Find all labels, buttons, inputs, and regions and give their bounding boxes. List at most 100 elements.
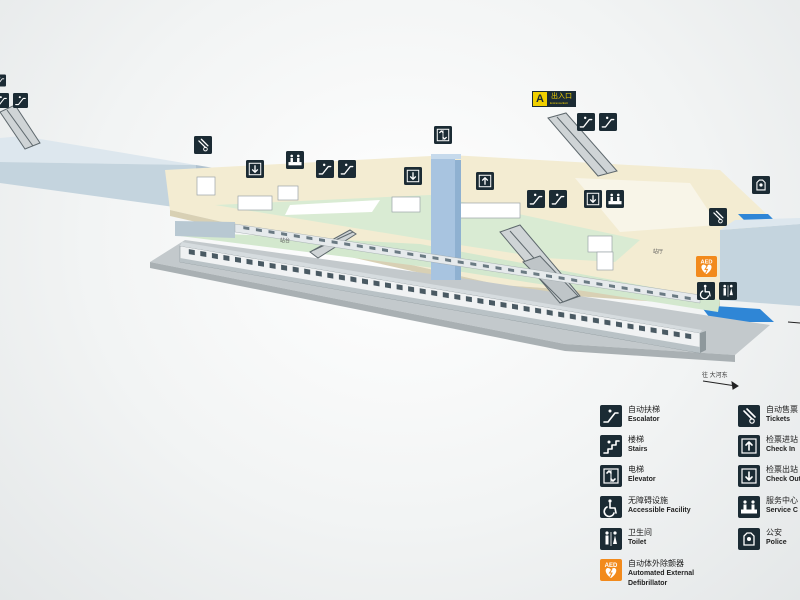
train-window (281, 264, 288, 271)
right-edge-arrow (787, 321, 800, 324)
check-out-icon (404, 167, 422, 185)
legend-label-en: Service C (766, 507, 798, 514)
train-window (223, 254, 230, 261)
train-window (523, 305, 530, 312)
exit-label-en: Entrance/Exit (550, 101, 568, 105)
legend-label-cn: 检票进站 (766, 435, 798, 444)
train-window (609, 284, 615, 289)
train-window (500, 301, 507, 308)
train-window (382, 248, 388, 253)
train-window (454, 294, 461, 301)
train-window (344, 242, 351, 247)
train-window (662, 329, 669, 336)
check-out-icon (246, 160, 264, 178)
legend-label-cn: 检票出站 (766, 465, 798, 474)
escalator-icon (0, 93, 9, 108)
train-window (396, 284, 403, 291)
aed-icon (696, 256, 717, 277)
train-window (432, 256, 439, 261)
accessible-icon (600, 496, 622, 518)
train-window (457, 260, 464, 265)
train-window (315, 270, 322, 277)
legend-label-en: Automated External (628, 570, 695, 577)
train-window (269, 262, 276, 269)
police-icon (752, 176, 770, 194)
legend-item-escalator: 自动扶梯 Escalator (600, 405, 660, 427)
train-window (394, 250, 401, 255)
train-window (373, 280, 380, 287)
concourse-tiny-label: 站厅 (653, 249, 664, 255)
train-window (306, 236, 313, 241)
train-window (255, 228, 262, 233)
elevator-icon (434, 126, 452, 144)
train-window (431, 290, 438, 297)
legend-label-cn: 楼梯 (628, 435, 644, 444)
direction-arrow (702, 380, 739, 390)
legend-label-cn: 卫生间 (628, 528, 652, 537)
legend-label-cn: 自动扶梯 (628, 405, 660, 414)
train-window (293, 234, 300, 239)
train-window (634, 288, 641, 293)
train-window (477, 297, 484, 304)
train-window (200, 251, 207, 258)
platform-end-wall (175, 221, 235, 238)
ticket-machine-icon (194, 136, 212, 154)
check-out-icon (584, 190, 602, 208)
train-window (331, 240, 338, 245)
train-window (319, 238, 325, 243)
train-window (258, 260, 264, 267)
train-window (546, 274, 552, 279)
train-window (592, 317, 599, 324)
train-window (546, 309, 553, 316)
legend-label-en: Stairs (628, 446, 648, 453)
legend-label-en: Police (766, 539, 787, 546)
train-window (659, 292, 666, 297)
train-window (356, 244, 363, 249)
partial-icon (0, 73, 6, 88)
train-window (292, 266, 299, 273)
escalator-icon (13, 93, 28, 108)
train-window (369, 246, 376, 251)
train-window (616, 321, 622, 328)
train-window (512, 303, 518, 310)
train-window (520, 270, 527, 275)
train-window (338, 274, 345, 281)
escalator-icon (549, 190, 567, 208)
train-window (508, 268, 515, 273)
train-window (621, 286, 628, 291)
elevator-icon (600, 465, 622, 487)
train-window (465, 296, 472, 303)
platform-direction-label: 往 大河东 (702, 373, 728, 379)
train-window (533, 272, 540, 277)
escalator-icon (577, 113, 595, 131)
legend-item-check-in: 检票进站 Check In (738, 435, 798, 457)
train-window (583, 280, 590, 285)
train-window (211, 253, 218, 260)
legend-label-en: Escalator (628, 416, 660, 423)
escalator-icon (600, 405, 622, 427)
escalator-icon (599, 113, 617, 131)
platform-tiny-label: 站台 (280, 238, 291, 244)
train-window (327, 272, 334, 279)
train-window (581, 315, 588, 322)
train-window (489, 299, 495, 306)
ticket-machine-icon (738, 405, 760, 427)
train-window (685, 333, 692, 340)
train-window (419, 288, 426, 295)
aed-icon (600, 559, 622, 581)
legend-label-cn: 自动售票 (766, 405, 798, 414)
train-window (558, 311, 565, 318)
legend-item-stairs: 楼梯 Stairs (600, 435, 647, 457)
train-window (445, 258, 452, 263)
train-window (672, 294, 679, 299)
escalator-icon (316, 160, 334, 178)
service-center-icon (738, 496, 760, 518)
legend-label-en: Check In (766, 446, 796, 453)
police-icon (738, 528, 760, 550)
train-window (470, 262, 477, 267)
